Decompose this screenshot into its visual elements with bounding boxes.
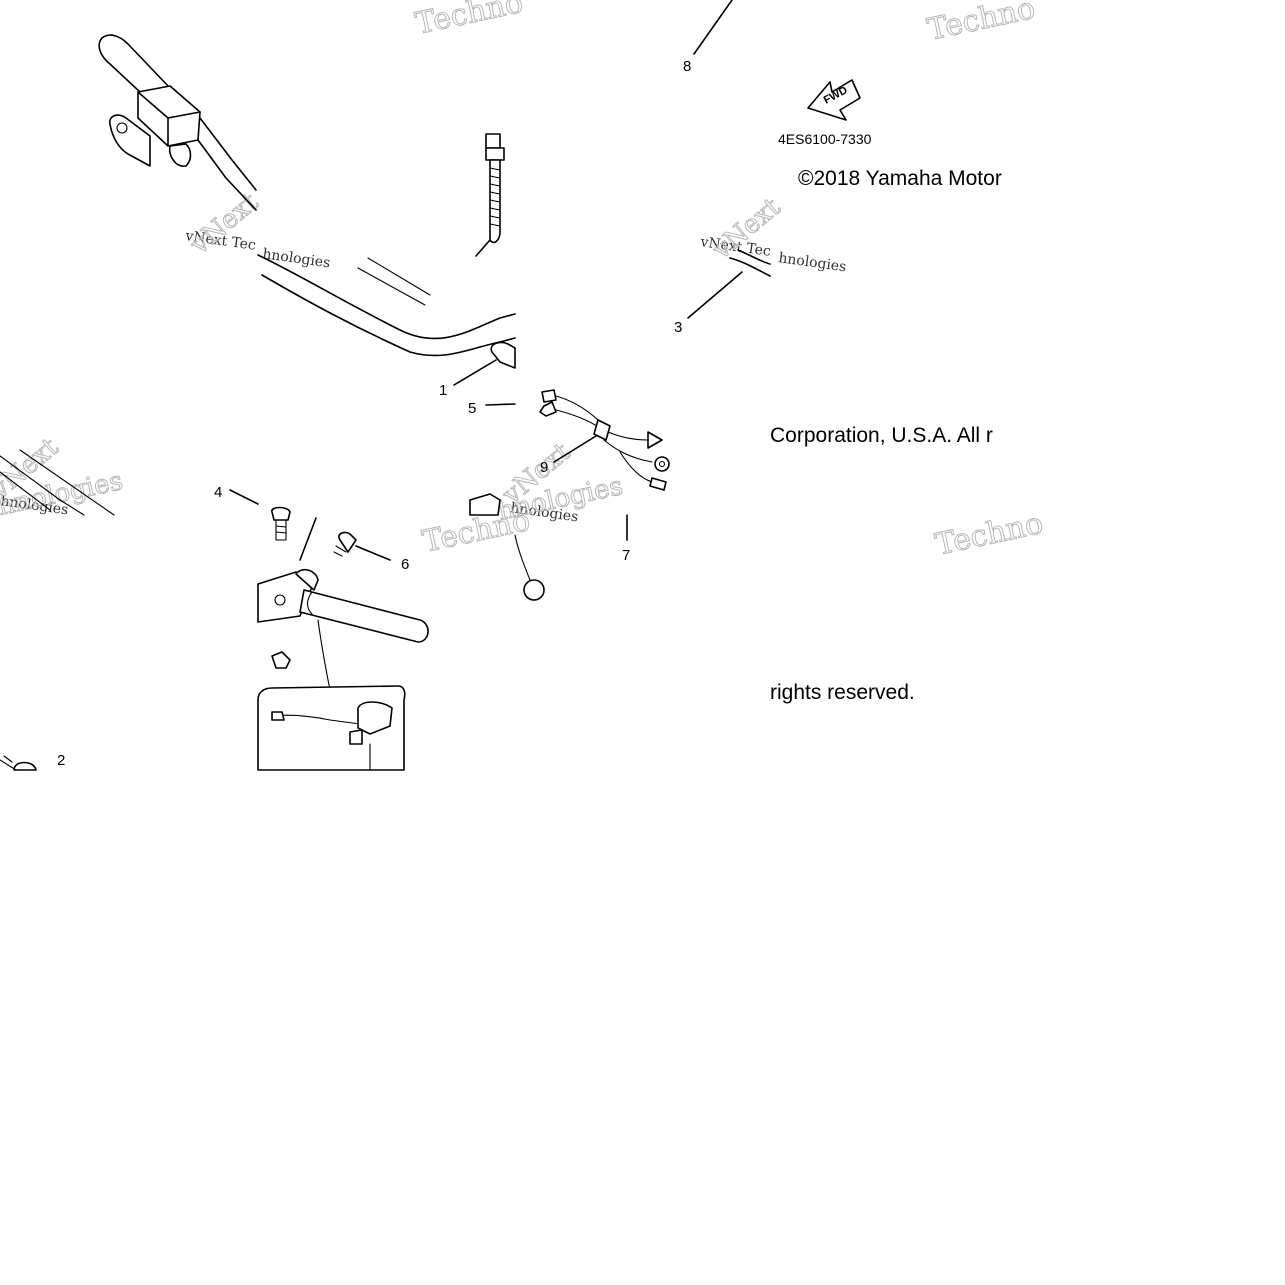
callout-5: 5 [468,400,476,417]
wire-harness [539,389,670,491]
part-code: 4ES6100-7330 [778,131,872,147]
copyright-line1: ©2018 Yamaha Motor [798,167,1002,190]
callout-9: 9 [540,459,548,476]
watermark-text: Techno [932,506,1046,563]
part-2-fragment [0,755,37,771]
callout-1: 1 [439,382,447,399]
watermark-text: hnologies [261,246,331,271]
handlebar-center [257,254,516,369]
watermark-text: Techno [412,0,526,42]
handlebar-right-fragment [687,249,771,319]
cable-tie [475,133,505,257]
copyright-line3: rights reserved. [770,681,915,704]
callout-3: 3 [674,319,682,336]
brake-lever [469,493,628,601]
leader-lines [453,359,516,406]
throttle-assembly [229,489,429,771]
leader-line-8 [693,0,733,55]
callout-6: 6 [401,556,409,573]
callout-2: 2 [57,752,65,769]
callout-labels: 1 2 3 4 5 6 7 8 9 [57,58,691,769]
watermark-text: Techno [924,0,1038,48]
copyright-line2: Corporation, U.S.A. All r [770,424,993,447]
watermark-text: hnologies [777,250,847,275]
callout-8: 8 [683,58,691,75]
handlebar-left-grip [98,34,257,211]
fwd-arrow: FWD [807,79,861,121]
callout-7: 7 [622,547,630,564]
callout-4: 4 [214,484,222,501]
watermark-group: Techno Techno Techno Techno vNext Tec hn… [0,0,1047,563]
cable-fragment-left [0,449,115,516]
